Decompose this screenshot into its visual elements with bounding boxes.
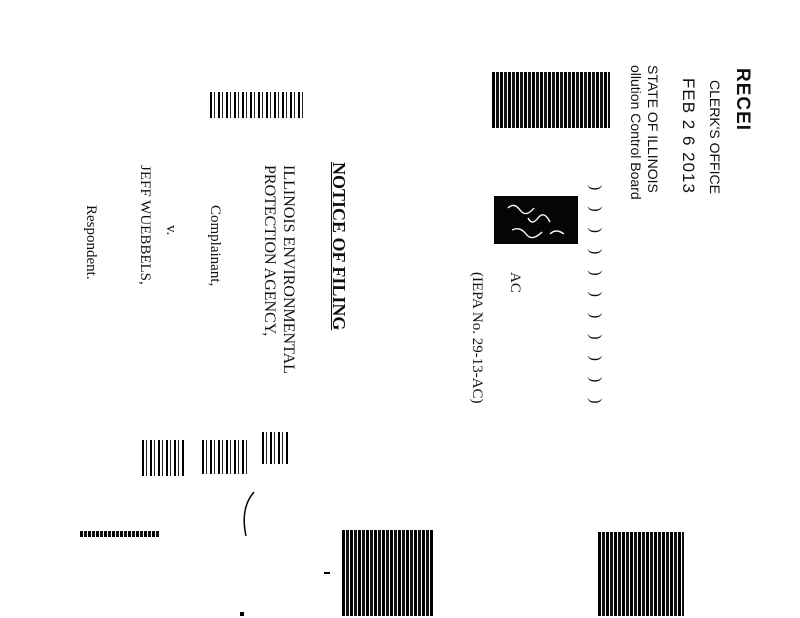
- redaction-scribble-block: [494, 196, 578, 244]
- redaction-bottom-center: [342, 530, 434, 616]
- redaction-bottom-right: [598, 532, 684, 616]
- case-suffix: AC: [507, 272, 523, 293]
- respondent-role: Respondent.: [83, 205, 99, 280]
- iepa-number: (IEPA No. 29-13-AC): [469, 272, 485, 404]
- stray-mark-2: [240, 612, 244, 616]
- complainant-line-1: ILLINOIS ENVIRONMENTAL: [280, 165, 297, 374]
- redaction-mid-1: [262, 432, 288, 464]
- redaction-block-top-right: [492, 72, 610, 128]
- stray-mark-1: [324, 572, 330, 574]
- redaction-mid-3: [142, 440, 186, 476]
- stamp-date: FEB 2 6 2013: [679, 78, 698, 194]
- redaction-bottom-left-line: [80, 531, 160, 537]
- versus: v.: [163, 225, 179, 236]
- redaction-mid-2: [202, 440, 248, 474]
- stamp-state: STATE OF ILLINOIS: [645, 65, 661, 193]
- respondent-name: JEFF WUEBBELS,: [137, 165, 153, 285]
- stamp-clerks-office: CLERK'S OFFICE: [707, 80, 723, 194]
- document-title: NOTICE OF FILING: [329, 162, 349, 331]
- complainant-role: Complainant,: [207, 205, 223, 287]
- complainant-line-2: PROTECTION AGENCY,: [261, 165, 278, 337]
- hand-mark-curve: [243, 491, 255, 537]
- caption-bracket-row: ) ) ) ) ) ) ) ) ) ) ): [587, 185, 604, 410]
- redaction-block-top-left: [210, 92, 306, 118]
- stamp-received: RECEI: [732, 68, 753, 132]
- stamp-board: ollution Control Board: [628, 65, 644, 200]
